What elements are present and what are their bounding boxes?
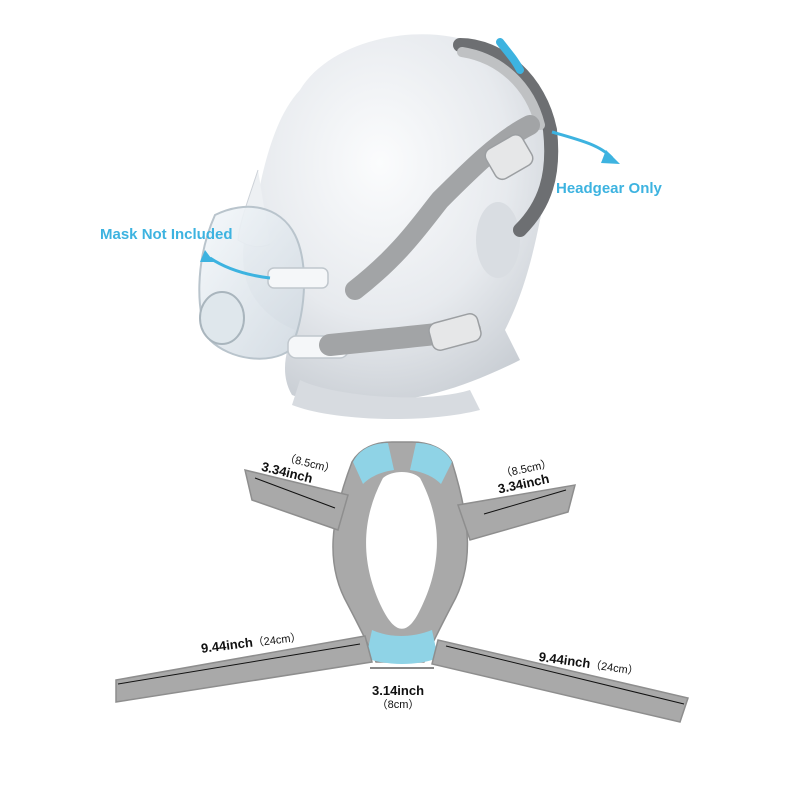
dimension-left-arm-cm: （24cm）: [252, 631, 303, 650]
mask-not-included-label: Mask Not Included: [100, 226, 233, 243]
bottom-cushion: [366, 630, 438, 664]
headgear-only-label: Headgear Only: [556, 180, 662, 197]
mask-arrow: [200, 250, 271, 280]
top-cushion-right: [410, 443, 452, 484]
dimension-center-cm: （8cm）: [376, 698, 420, 711]
dimension-center: 3.14inch （8cm）: [372, 683, 425, 712]
dimension-center-inch: 3.14inch: [372, 683, 425, 698]
headgear-on-head: [319, 38, 559, 356]
lower-strap-right: [431, 639, 689, 723]
upper-strap-right: [457, 484, 577, 541]
headgear-flat-diagram: [115, 441, 689, 723]
headgear-arrow: [551, 130, 620, 164]
upper-strap-left: [243, 468, 349, 531]
top-cushion-left: [353, 443, 394, 484]
